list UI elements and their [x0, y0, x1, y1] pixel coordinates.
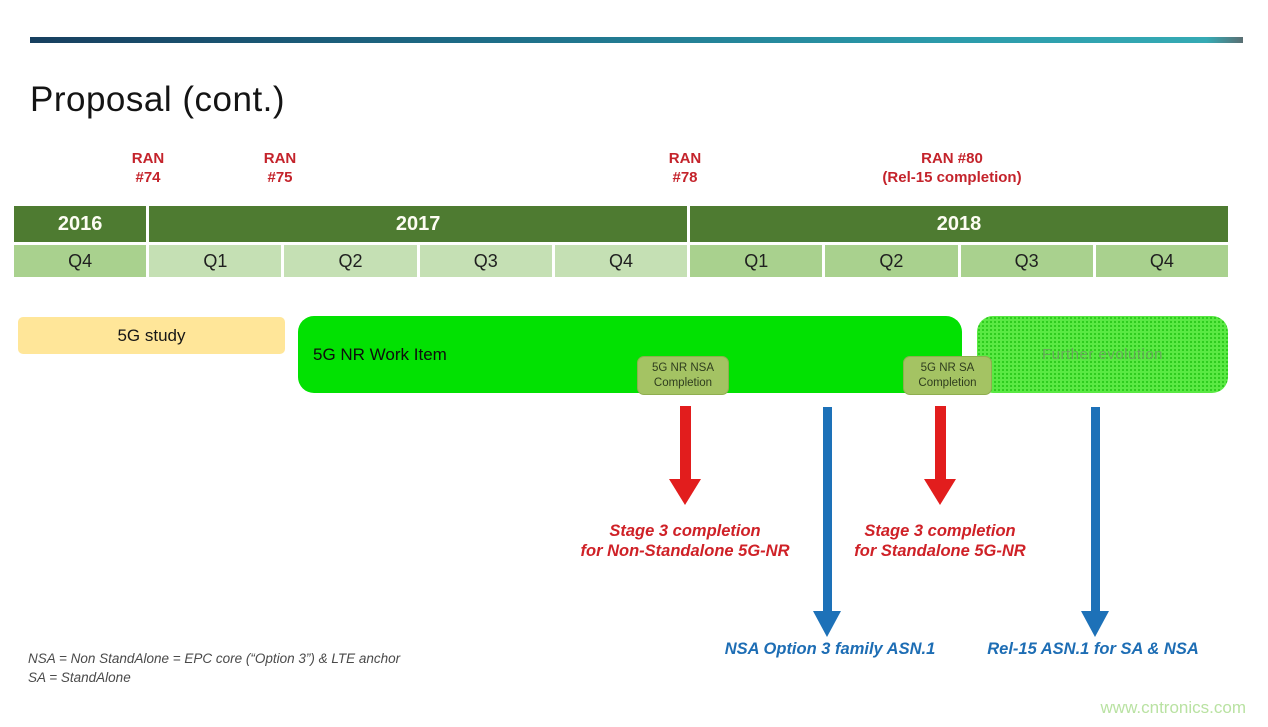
milestone-ran-80: RAN #80 (Rel-15 completion) — [882, 150, 1021, 188]
chip-line2: Completion — [918, 376, 977, 389]
milestone-line1: RAN — [131, 150, 165, 167]
blue-down-arrow-rel15-asn1-icon — [1081, 407, 1109, 637]
chip-5g-nr-sa-completion: 5G NR SA Completion — [903, 356, 992, 395]
arrow-shaft — [1090, 407, 1100, 611]
quarter-cell-2017-q3: Q3 — [419, 245, 552, 277]
note-stage3-sa: Stage 3 completion for Standalone 5G-NR — [854, 522, 1025, 562]
milestone-ran-78: RAN #78 — [669, 150, 702, 188]
watermark: www.cntronics.com — [1100, 698, 1246, 717]
quarter-cell-2018-q1: Q1 — [690, 245, 823, 277]
note-line1: Stage 3 completion — [609, 522, 761, 540]
milestone-line2: #74 — [135, 168, 161, 186]
arrow-shaft — [934, 406, 946, 479]
chip-line2: Completion — [653, 376, 713, 389]
note-line2: for Non-Standalone 5G-NR — [580, 541, 790, 560]
quarter-cell-2018-q3: Q3 — [960, 245, 1093, 277]
quarter-cell-2017-q2: Q2 — [284, 245, 417, 277]
top-accent-bar — [30, 37, 1243, 43]
milestone-line1: RAN — [668, 150, 702, 167]
arrow-head — [669, 479, 701, 505]
quarter-cell-2018-q2: Q2 — [825, 245, 958, 277]
arrow-shaft — [679, 406, 691, 479]
blue-down-arrow-nsa-asn1-icon — [813, 407, 841, 637]
quarter-cell-2017-q4: Q4 — [554, 245, 688, 277]
note-stage3-nsa: Stage 3 completion for Non-Standalone 5G… — [581, 522, 790, 562]
chip-line1: 5G NR NSA — [652, 361, 714, 374]
bar-further-evolution: Further evolution — [977, 316, 1228, 393]
footnote: NSA = Non StandAlone = EPC core (“Option… — [28, 650, 400, 688]
milestone-line2: #75 — [267, 168, 293, 186]
bar-5g-nr-work-item: 5G NR Work Item — [298, 316, 962, 393]
milestone-line2: #78 — [672, 168, 698, 186]
timeline-table: 2016 2017 2018 Q4 Q1 Q2 Q3 Q4 Q1 Q2 Q3 Q… — [14, 206, 1228, 277]
arrow-head — [813, 611, 841, 637]
red-down-arrow-nsa-icon — [669, 406, 701, 505]
footnote-line1: NSA = Non StandAlone = EPC core (“Option… — [28, 651, 401, 666]
chip-line1: 5G NR SA — [920, 361, 975, 374]
note-line2: for Standalone 5G-NR — [854, 541, 1026, 560]
page-title: Proposal (cont.) — [30, 80, 286, 119]
milestone-line1: RAN — [263, 150, 297, 167]
arrow-head — [924, 479, 956, 505]
chip-5g-nr-nsa-completion: 5G NR NSA Completion — [637, 356, 729, 395]
arrow-head — [1081, 611, 1109, 637]
milestone-line1: RAN #80 — [921, 150, 983, 167]
note-line1: Stage 3 completion — [864, 522, 1016, 540]
bar-5g-nr-work-item-label: 5G NR Work Item — [313, 344, 447, 364]
bar-further-evolution-label: Further evolution — [1041, 346, 1164, 363]
arrow-shaft — [822, 407, 832, 611]
year-cell-2016: 2016 — [14, 206, 147, 242]
note-nsa-asn1: NSA Option 3 family ASN.1 — [724, 640, 936, 658]
quarter-cell-2018-q4: Q4 — [1095, 245, 1228, 277]
note-rel15-asn1: Rel-15 ASN.1 for SA & NSA — [987, 640, 1199, 658]
footnote-line2: SA = StandAlone — [28, 669, 131, 685]
bar-5g-study: 5G study — [18, 317, 285, 354]
quarter-cell-2017-q1: Q1 — [149, 245, 282, 277]
milestone-line2: (Rel-15 completion) — [882, 168, 1022, 186]
quarter-cell-2016-q4: Q4 — [14, 245, 147, 277]
year-cell-2017: 2017 — [149, 206, 688, 242]
milestone-ran-75: RAN #75 — [264, 150, 297, 188]
red-down-arrow-sa-icon — [924, 406, 956, 505]
year-cell-2018: 2018 — [690, 206, 1228, 242]
bar-5g-study-label: 5G study — [117, 325, 186, 345]
milestone-ran-74: RAN #74 — [132, 150, 165, 188]
